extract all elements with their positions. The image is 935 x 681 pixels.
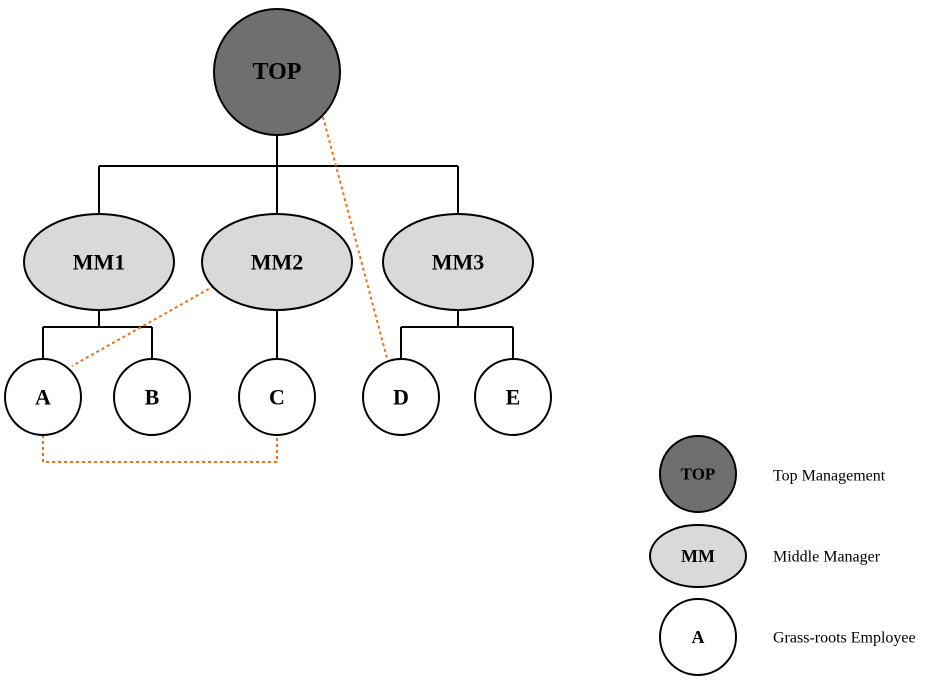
node-d-shape (362, 358, 440, 436)
node-mm1: MM1 (23, 213, 175, 311)
legend-mm-label: Middle Manager (773, 549, 881, 566)
legend-mm-symbol (649, 524, 747, 588)
node-mm1-label: MM1 (73, 250, 126, 275)
node-c-shape (238, 358, 316, 436)
legend-mm-symbol-label: MM (681, 546, 715, 566)
node-e: E (474, 358, 552, 436)
dashed-link-top-d (322, 116, 389, 363)
node-b: B (113, 358, 191, 436)
node-b-shape (113, 358, 191, 436)
node-top-shape (213, 8, 341, 136)
node-d-label: D (393, 385, 409, 410)
node-b-label: B (145, 385, 160, 410)
node-c-label: C (269, 385, 285, 410)
node-top: TOP (213, 8, 341, 136)
node-d: D (362, 358, 440, 436)
node-e-label: E (506, 385, 521, 410)
node-mm2: MM2 (201, 213, 353, 311)
node-a: A (4, 358, 82, 436)
legend-item-employee: A Grass-roots Employee (659, 598, 916, 676)
legend: TOP Top Management MM Middle Manager A G… (649, 435, 916, 676)
legend-item-mm: MM Middle Manager (649, 524, 881, 588)
legend-employee-symbol (659, 598, 737, 676)
legend-top-symbol (659, 435, 737, 513)
hierarchy-connectors (42, 135, 514, 358)
legend-top-symbol-label: TOP (681, 465, 716, 484)
legend-top-label: Top Management (773, 468, 886, 485)
dashed-link-a-c (42, 435, 278, 463)
node-e-shape (474, 358, 552, 436)
node-mm1-shape (23, 213, 175, 311)
node-mm2-label: MM2 (251, 250, 304, 275)
node-mm3-label: MM3 (432, 250, 485, 275)
legend-item-top: TOP Top Management (659, 435, 886, 513)
node-a-shape (4, 358, 82, 436)
node-top-label: TOP (253, 59, 302, 85)
node-c: C (238, 358, 316, 436)
legend-employee-symbol-label: A (692, 627, 705, 647)
node-mm2-shape (201, 213, 353, 311)
node-mm3: MM3 (382, 213, 534, 311)
legend-employee-label: Grass-roots Employee (773, 630, 916, 647)
node-a-label: A (35, 385, 51, 410)
informal-links (42, 116, 389, 463)
node-mm3-shape (382, 213, 534, 311)
